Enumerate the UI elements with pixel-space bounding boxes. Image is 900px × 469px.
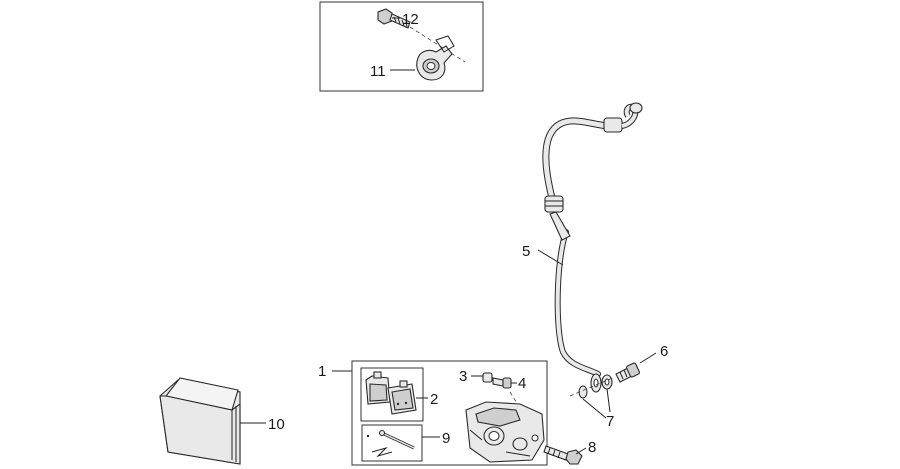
clamp-part-11 (416, 35, 455, 81)
brake-hose-part-5 (542, 102, 643, 393)
callout-7: 7 (606, 413, 614, 430)
callout-6: 6 (660, 343, 668, 360)
caliper-body (465, 401, 545, 463)
leader-5 (537, 249, 564, 266)
callout-5: 5 (522, 243, 530, 260)
bleed-screw-part-3 (482, 372, 493, 383)
caliper-bolt-part-8 (543, 445, 583, 465)
callout-11: 11 (370, 63, 386, 80)
clamp-kit-box (319, 1, 484, 92)
callout-3: 3 (459, 368, 467, 385)
bleed-valve-part-4 (492, 377, 512, 389)
callout-12: 12 (402, 11, 419, 28)
callout-9: 9 (442, 430, 450, 447)
brake-pads-part-2 (365, 371, 417, 415)
leader-8 (575, 447, 587, 455)
booklet-part-10 (159, 377, 241, 465)
callout-1: 1 (318, 363, 326, 380)
leader-7b (606, 388, 611, 413)
callout-4: 4 (518, 375, 526, 392)
washer-part-7 (578, 374, 613, 399)
assembly-axis-6 (569, 376, 616, 397)
callout-2: 2 (430, 391, 438, 408)
leader-7a (582, 398, 607, 419)
assembly-axis-12 (409, 26, 466, 63)
brake-caliper-kit-box (351, 360, 548, 466)
brake-pads-box (360, 367, 424, 422)
leader-6 (639, 352, 657, 364)
callout-8: 8 (588, 439, 596, 456)
banjo-bolt-part-6 (615, 362, 640, 383)
callout-10: 10 (268, 416, 285, 433)
pin-kit-box (361, 424, 423, 462)
pin-kit-part-9 (366, 429, 415, 458)
